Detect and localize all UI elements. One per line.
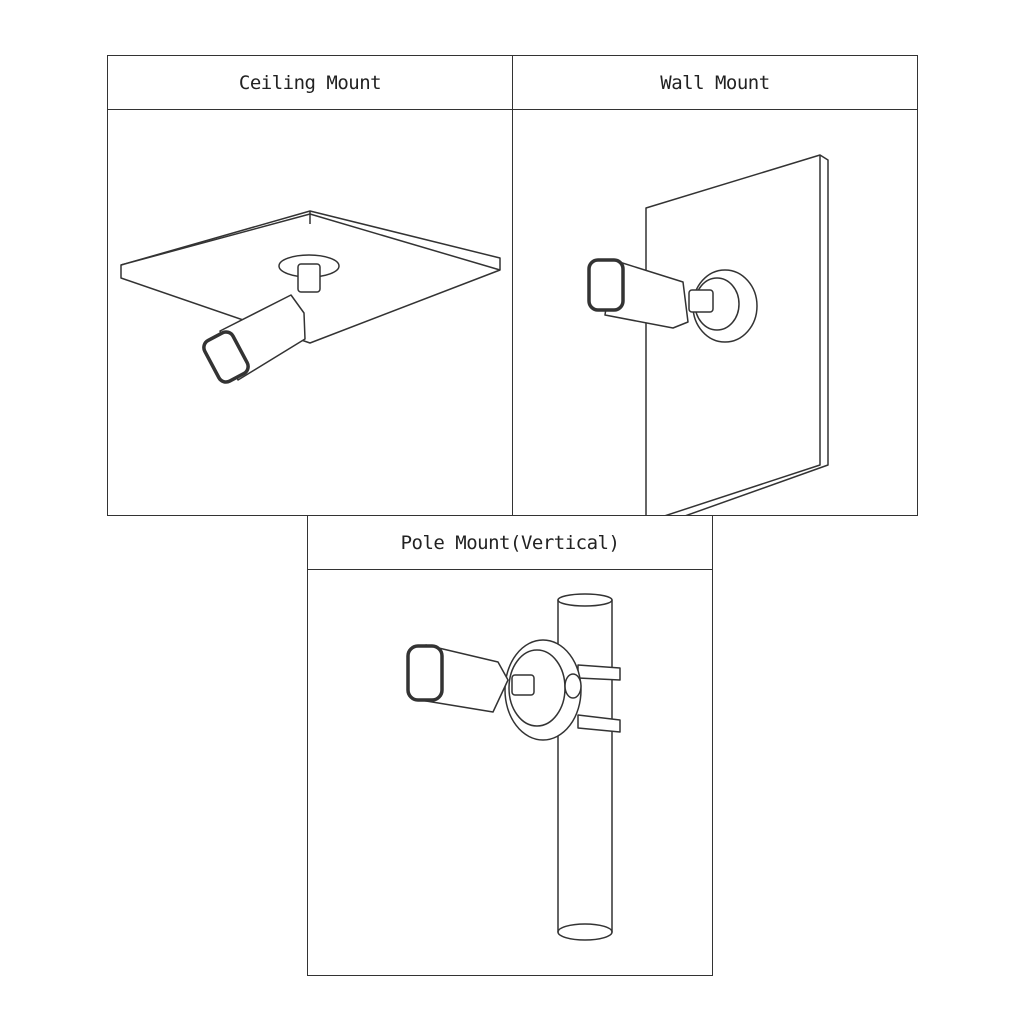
pole-mount-panel: Pole Mount(Vertical) xyxy=(307,515,713,976)
pole-mount-illustration xyxy=(406,593,621,941)
pole xyxy=(557,593,613,941)
ceiling-mount-illustration xyxy=(120,210,501,384)
ceiling-mount-title: Ceiling Mount xyxy=(108,56,512,110)
camera-bracket xyxy=(278,254,340,293)
bullet-camera xyxy=(406,644,509,713)
bullet-camera xyxy=(202,294,306,384)
wall-mount-panel: Wall Mount xyxy=(512,55,918,516)
bullet-camera xyxy=(587,258,689,329)
junction-box xyxy=(504,639,582,741)
pole-clamps xyxy=(577,664,621,733)
wall-mount-illustration xyxy=(587,154,829,515)
junction-box xyxy=(688,269,758,343)
ceiling-mount-panel: Ceiling Mount xyxy=(107,55,513,516)
wall-mount-title: Wall Mount xyxy=(513,56,917,110)
pole-mount-title: Pole Mount(Vertical) xyxy=(308,516,712,570)
